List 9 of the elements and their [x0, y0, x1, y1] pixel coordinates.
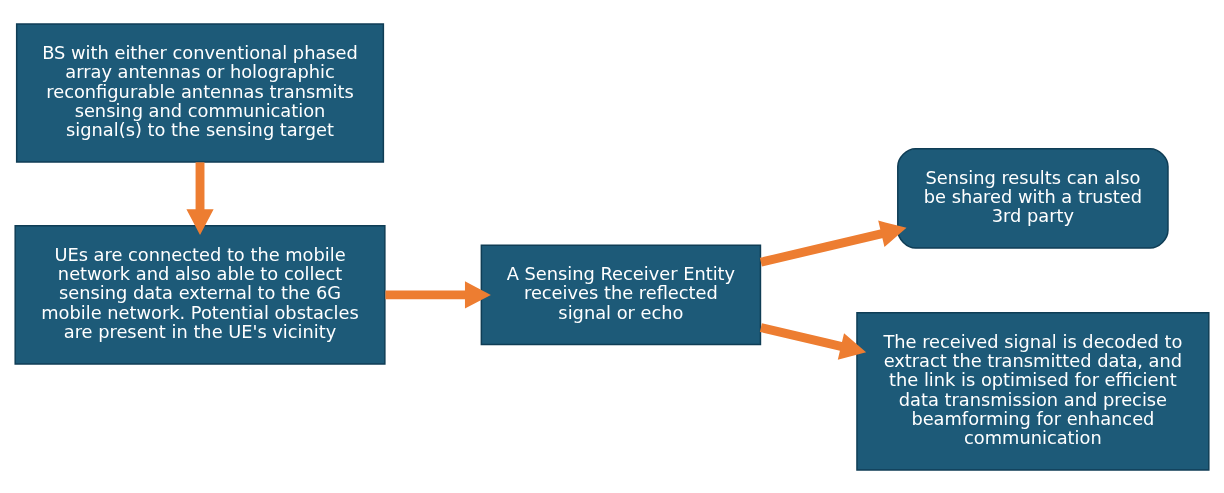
node-box: The received signal is decoded to extract the transmitted data, and the link is optimised for efficient data transmission and precise beamforming for enhanced communication: [856, 311, 1210, 471]
arrow: [385, 280, 491, 308]
node-box: Sensing results can also be shared with a trusted 3rd party: [897, 147, 1169, 249]
arrow: [186, 161, 214, 235]
arrow: [759, 220, 907, 267]
arrow: [759, 322, 867, 360]
node-box: UEs are connected to the mobile network and also able to collect sensing data external to the 6G mobile network. Potential obstacles are present in the UE's vicinity: [14, 224, 386, 365]
node-box: A Sensing Receiver Entity receives the reflected signal or echo: [480, 243, 762, 345]
node-box: BS with either conventional phased array antennas or holographic reconfigurable antennas transmits sensing and communication signal(s) to the sensing target: [15, 22, 385, 163]
